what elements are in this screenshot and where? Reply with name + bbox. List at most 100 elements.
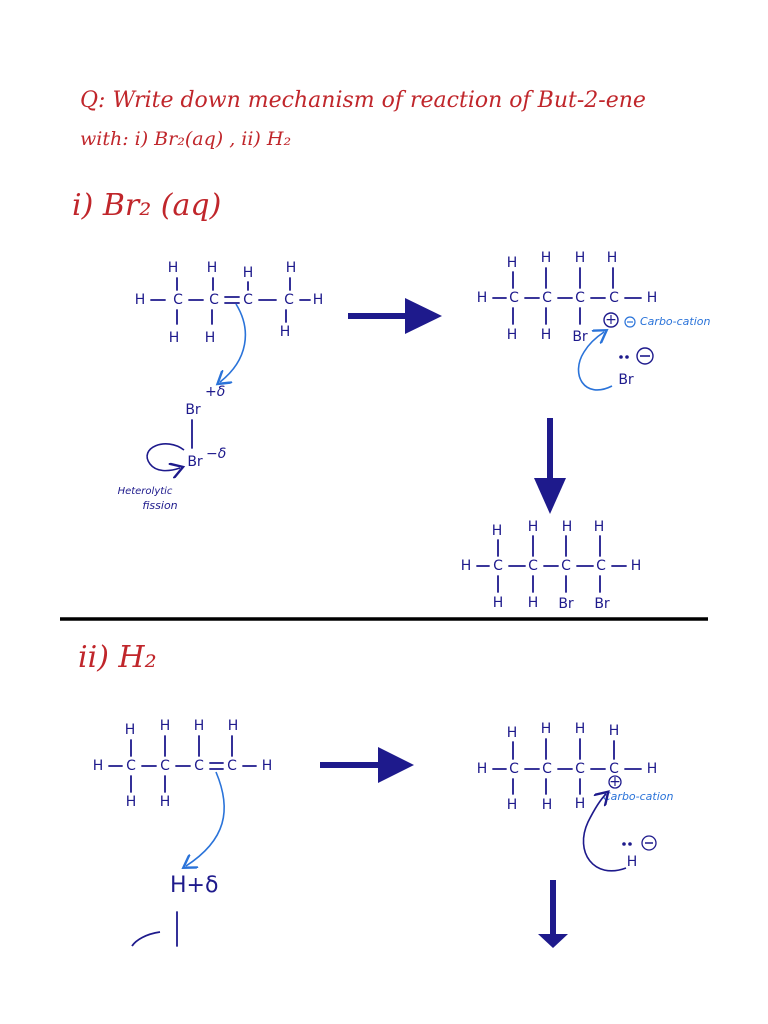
bromide-ion: Br	[618, 347, 654, 388]
svg-text:C: C	[243, 292, 253, 308]
svg-text:H: H	[631, 558, 642, 574]
svg-text:H: H	[126, 794, 137, 810]
svg-text:C: C	[596, 558, 606, 574]
carbocation-charge-2	[608, 775, 622, 789]
svg-text:H: H	[528, 595, 539, 611]
svg-text:C: C	[575, 290, 585, 306]
but-2-ene-structure-2: H C C C C H H H H H H H	[93, 718, 273, 810]
svg-text:C: C	[126, 758, 136, 774]
svg-text:+δ: +δ	[205, 384, 225, 400]
svg-text:C: C	[609, 290, 619, 306]
reaction-arrow-2	[534, 418, 566, 514]
part2-heading: ii) H₂	[78, 640, 157, 675]
fission-label-2: fission	[142, 499, 177, 512]
carbocation-charge-1	[603, 312, 619, 328]
svg-text:C: C	[227, 758, 237, 774]
carbocation-structure-2: H C C C C H H H H H H H H	[477, 721, 658, 813]
svg-text:C: C	[209, 292, 219, 308]
svg-text:H: H	[93, 758, 104, 774]
svg-text:+: +	[605, 312, 617, 328]
svg-text:C: C	[493, 558, 503, 574]
svg-text:Br: Br	[572, 329, 588, 345]
svg-text:H: H	[262, 758, 273, 774]
svg-text:Br: Br	[618, 372, 634, 388]
dibromobutane-structure: H C C C C H H H H H H H Br Br	[461, 519, 642, 612]
but-2-ene-structure-1: H C C C C H H H H H H H H	[135, 260, 324, 346]
curly-arrow-pi-to-h	[186, 771, 225, 866]
svg-text:H: H	[575, 721, 586, 737]
svg-text:H: H	[647, 290, 658, 306]
svg-text:C: C	[160, 758, 170, 774]
bromine-molecule: +δ Br Br −δ	[185, 384, 226, 470]
svg-text:C: C	[542, 290, 552, 306]
svg-text:H: H	[228, 718, 239, 734]
fission-label-1: Heterolytic	[118, 486, 173, 497]
svg-text:H: H	[562, 519, 573, 535]
svg-text:H: H	[575, 796, 586, 812]
svg-text:−δ: −δ	[206, 446, 226, 462]
svg-text:H: H	[461, 558, 472, 574]
reaction-arrow-4	[538, 880, 568, 948]
svg-text:C: C	[194, 758, 204, 774]
carbocation-structure-1: H C C C C H H H H H H H Br	[477, 250, 658, 345]
part1-heading: i) Br₂ (aq)	[72, 188, 222, 223]
carbocation-label-2: Carbo-cation	[603, 790, 674, 803]
svg-text:H: H	[207, 260, 218, 276]
svg-text:C: C	[575, 761, 585, 777]
svg-text:H: H	[542, 797, 553, 813]
svg-text:H: H	[594, 519, 605, 535]
svg-text:C: C	[528, 558, 538, 574]
curly-arrow-hydride-attack	[582, 794, 627, 872]
svg-text:H: H	[541, 327, 552, 343]
svg-text:H: H	[507, 797, 518, 813]
svg-text:C: C	[284, 292, 294, 308]
svg-text:H: H	[125, 722, 136, 738]
curly-arrow-bromide-attack	[577, 332, 613, 391]
svg-text:Br: Br	[594, 596, 610, 612]
svg-text:H: H	[160, 718, 171, 734]
svg-text:H: H	[169, 330, 180, 346]
svg-text:H: H	[541, 721, 552, 737]
svg-text:C: C	[542, 761, 552, 777]
curly-arrow-heterolytic	[146, 443, 184, 471]
svg-text:C: C	[509, 761, 519, 777]
svg-text:H: H	[286, 260, 297, 276]
svg-text:H: H	[507, 327, 518, 343]
question-line-1: Q: Write down mechanism of reaction of B…	[80, 88, 646, 113]
svg-text:Br: Br	[185, 402, 201, 418]
svg-text:H: H	[493, 595, 504, 611]
svg-text:H: H	[528, 519, 539, 535]
svg-text:H: H	[194, 718, 205, 734]
svg-text:H: H	[280, 324, 291, 340]
carbocation-label-1: Carbo-cation	[640, 315, 711, 328]
svg-text:H: H	[205, 330, 216, 346]
svg-text:H: H	[477, 761, 488, 777]
reaction-arrow-3	[320, 747, 414, 783]
svg-text:H: H	[160, 794, 171, 810]
svg-text:Br: Br	[558, 596, 574, 612]
svg-text:H: H	[647, 761, 658, 777]
svg-text:+: +	[609, 774, 621, 790]
svg-text:H: H	[507, 725, 518, 741]
svg-text:H: H	[607, 250, 618, 266]
svg-text:H: H	[477, 290, 488, 306]
svg-text:H: H	[609, 723, 620, 739]
h-delta-plus: H+δ	[170, 873, 218, 898]
svg-text:H: H	[541, 250, 552, 266]
curly-arrow-pi-to-br	[220, 303, 247, 382]
svg-text:H: H	[492, 523, 503, 539]
svg-text:H: H	[168, 260, 179, 276]
question-line-2: with: i) Br₂(aq) , ii) H₂	[80, 128, 292, 150]
svg-text:H: H	[135, 292, 146, 308]
svg-text:Br: Br	[187, 454, 203, 470]
reaction-arrow-1	[348, 298, 442, 334]
svg-text:C: C	[173, 292, 183, 308]
svg-text:H: H	[507, 255, 518, 271]
svg-text:H: H	[313, 292, 324, 308]
curly-arrow-heterolytic-2	[131, 931, 161, 947]
svg-text:C: C	[609, 761, 619, 777]
hydride-ion: H	[622, 835, 657, 870]
svg-text:H: H	[575, 250, 586, 266]
svg-text:H: H	[627, 854, 638, 870]
